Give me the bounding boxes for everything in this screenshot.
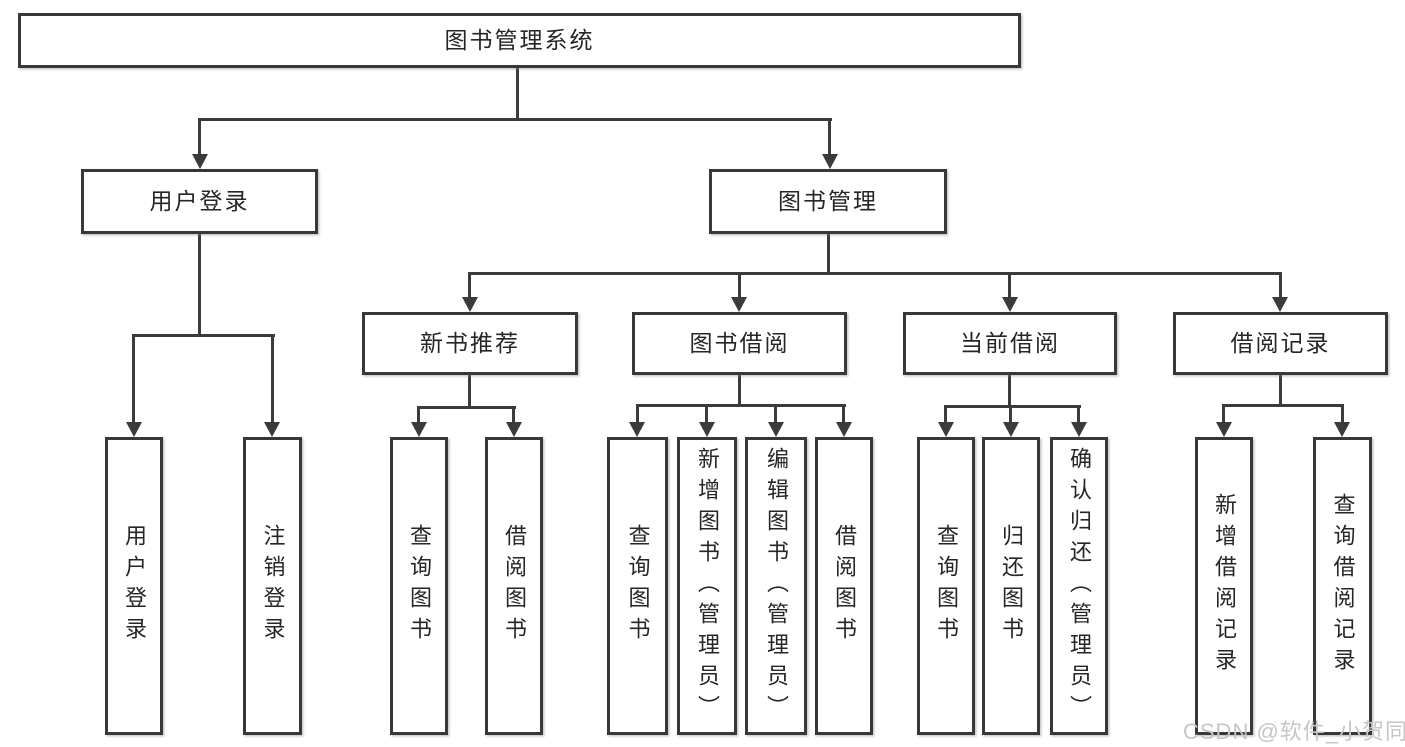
connector-line: [842, 406, 845, 423]
leaf-label: 确认归还（管理员）: [1067, 446, 1092, 726]
arrow-down-icon: [462, 297, 478, 312]
leaf-label: 新增借阅记录: [1212, 493, 1237, 679]
node-book-borrow: 图书借阅: [632, 312, 847, 375]
connector-line: [468, 375, 471, 408]
leaf-label: 借阅图书: [502, 524, 527, 648]
connector-line: [198, 234, 201, 336]
connector-line: [774, 406, 777, 423]
connector-line: [944, 407, 947, 423]
leaf-add-books-admin: 新增图书（管理员）: [677, 437, 737, 735]
node-label: 新书推荐: [420, 330, 520, 356]
arrow-down-icon: [192, 154, 208, 169]
arrow-down-icon: [629, 422, 645, 437]
arrow-down-icon: [411, 422, 427, 437]
connector-line: [1009, 407, 1012, 423]
connector-line: [1008, 375, 1011, 407]
node-label: 图书管理: [778, 188, 878, 214]
arrow-down-icon: [822, 154, 838, 169]
connector-line: [1222, 404, 1344, 407]
watermark: CSDN @软件_小贺同学: [1183, 719, 1405, 744]
connector-line: [468, 274, 471, 298]
arrow-down-icon: [1003, 422, 1019, 437]
leaf-borrow-books-recommend: 借阅图书: [485, 437, 543, 735]
connector-line: [1279, 375, 1282, 406]
connector-line: [468, 272, 1282, 275]
connector-line: [1341, 406, 1344, 423]
connector-line: [705, 406, 708, 423]
arrow-down-icon: [1272, 297, 1288, 312]
leaf-label: 编辑图书（管理员）: [764, 446, 789, 726]
connector-line: [636, 406, 639, 423]
leaf-label: 借阅图书: [832, 524, 857, 648]
node-new-book-recommend: 新书推荐: [362, 312, 578, 375]
leaf-query-books-current: 查询图书: [917, 437, 975, 735]
leaf-query-borrow-record: 查询借阅记录: [1313, 437, 1372, 735]
leaf-borrow-books: 借阅图书: [815, 437, 873, 735]
arrow-down-icon: [938, 422, 954, 437]
connector-line: [271, 336, 274, 423]
node-label: 用户登录: [149, 188, 250, 214]
arrow-down-icon: [506, 422, 522, 437]
connector-line: [417, 408, 420, 423]
connector-line: [944, 405, 1081, 408]
node-library-management-system: 图书管理系统: [18, 13, 1021, 68]
connector-line: [198, 120, 201, 157]
leaf-label: 新增图书（管理员）: [695, 446, 720, 726]
connector-line: [636, 404, 846, 407]
node-user-login: 用户登录: [81, 169, 318, 234]
node-book-management: 图书管理: [709, 169, 947, 234]
leaf-logout: 注销登录: [243, 437, 302, 735]
leaf-user-login: 用户登录: [105, 437, 163, 735]
arrow-down-icon: [1216, 422, 1232, 437]
arrow-down-icon: [699, 422, 715, 437]
node-label: 借阅记录: [1230, 330, 1331, 356]
connector-line: [132, 334, 275, 337]
connector-line: [1279, 274, 1282, 298]
arrow-down-icon: [264, 422, 280, 437]
connector-line: [132, 336, 135, 423]
arrow-down-icon: [1334, 422, 1350, 437]
leaf-add-borrow-record: 新增借阅记录: [1195, 437, 1253, 735]
leaf-query-books-borrow: 查询图书: [607, 437, 668, 735]
node-label: 当前借阅: [960, 330, 1060, 356]
connector-line: [828, 120, 831, 157]
arrow-down-icon: [1071, 422, 1087, 437]
node-current-borrow: 当前借阅: [903, 312, 1117, 375]
leaf-query-books-recommend: 查询图书: [390, 437, 448, 735]
connector-line: [198, 118, 832, 121]
node-borrow-records: 借阅记录: [1173, 312, 1388, 375]
connector-line: [827, 234, 830, 274]
leaf-label: 注销登录: [260, 524, 286, 648]
connector-line: [1222, 406, 1225, 423]
arrow-down-icon: [836, 422, 852, 437]
node-label: 图书借阅: [689, 330, 790, 356]
connector-line: [516, 68, 519, 120]
leaf-return-books: 归还图书: [982, 437, 1040, 735]
leaf-label: 查询借阅记录: [1330, 493, 1356, 679]
leaf-label: 查询图书: [934, 524, 959, 648]
connector-line: [738, 274, 741, 298]
arrow-down-icon: [1002, 297, 1018, 312]
leaf-label: 归还图书: [999, 524, 1024, 648]
connector-line: [1077, 407, 1080, 423]
leaf-label: 查询图书: [625, 524, 651, 648]
arrow-down-icon: [126, 422, 142, 437]
leaf-edit-books-admin: 编辑图书（管理员）: [745, 437, 807, 735]
connector-line: [1008, 274, 1011, 298]
connector-line: [417, 406, 516, 409]
connector-line: [512, 408, 515, 423]
arrow-down-icon: [768, 422, 784, 437]
arrow-down-icon: [731, 297, 747, 312]
leaf-confirm-return-admin: 确认归还（管理员）: [1050, 437, 1108, 735]
leaf-label: 用户登录: [122, 524, 147, 648]
node-label: 图书管理系统: [444, 27, 595, 53]
connector-line: [738, 375, 741, 406]
leaf-label: 查询图书: [407, 524, 432, 648]
